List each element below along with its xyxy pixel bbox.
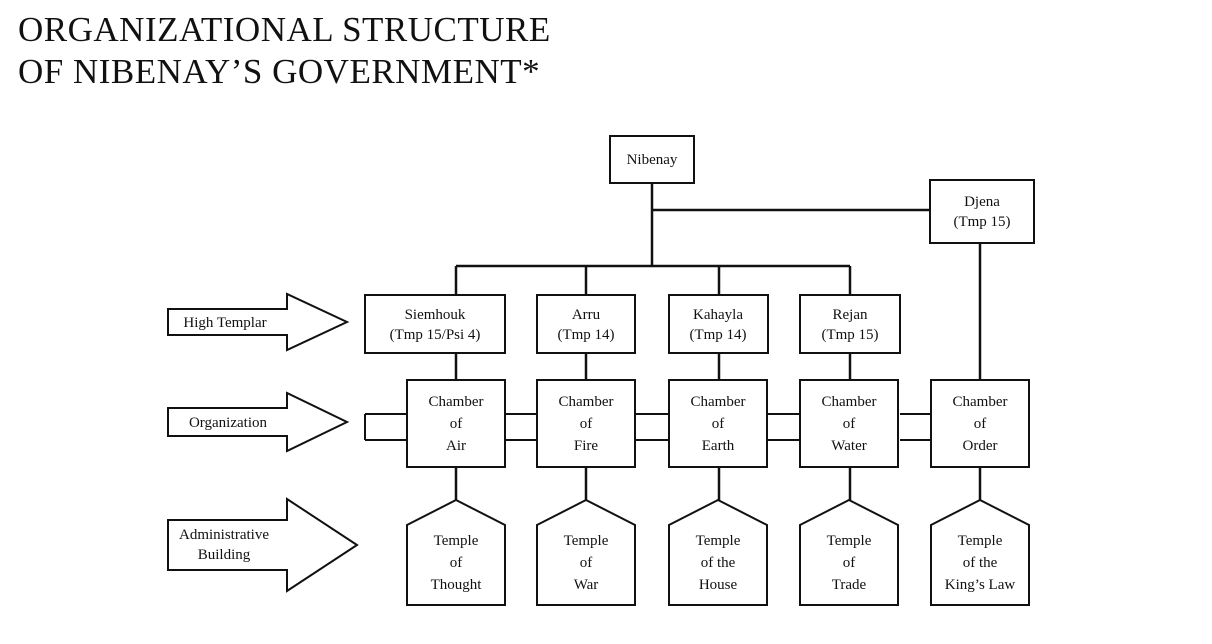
arrow-label-administrative-building-line: Administrative — [179, 527, 269, 543]
chamber-label-line: of — [974, 416, 987, 432]
chamber-box — [930, 379, 1030, 468]
high-templar-row — [364, 294, 901, 354]
temple-box — [799, 498, 899, 606]
arrow-label-administrative-building-line: Building — [198, 547, 251, 563]
temple-label-line: of — [843, 555, 856, 571]
templar-label-line: Kahayla — [693, 307, 743, 323]
temple-row — [406, 498, 1030, 606]
templar-label-line: (Tmp 15) — [821, 327, 878, 343]
chamber-label-line: Order — [963, 438, 998, 454]
temple-label-line: of the — [963, 555, 998, 571]
arrow-organization — [167, 391, 350, 453]
temple-label-line: Temple — [827, 533, 872, 549]
temple-box — [668, 498, 768, 606]
templar-label-line: (Tmp 14) — [557, 327, 614, 343]
page-title-line-1: ORGANIZATIONAL STRUCTURE — [18, 10, 551, 49]
templar-box — [536, 294, 636, 354]
templar-label-line: Siemhouk — [405, 307, 466, 323]
temple-label-line: Temple — [564, 533, 609, 549]
djena-label: Djena (Tmp 15) — [953, 194, 1010, 230]
chamber-box — [536, 379, 636, 468]
chamber-label-line: of — [450, 416, 463, 432]
temple-label-line: War — [574, 577, 599, 593]
nibenay-label-line: Nibenay — [627, 152, 678, 168]
arrow-high-templar — [167, 292, 350, 352]
chamber-label-line: Chamber — [559, 394, 614, 410]
templar-label: Kahayla (Tmp 14) — [689, 307, 746, 343]
nibenay-label: Nibenay — [627, 152, 678, 168]
temple-box — [536, 498, 636, 606]
chamber-label-line: Chamber — [691, 394, 746, 410]
temple-label-line: of — [580, 555, 593, 571]
temple-label-line: Temple — [434, 533, 479, 549]
row-arrows — [167, 292, 359, 593]
temple-box — [930, 498, 1030, 606]
chamber-row — [406, 379, 1030, 468]
chamber-label-line: Air — [446, 438, 466, 454]
templar-box — [364, 294, 506, 354]
djena-node — [929, 179, 1035, 244]
temple-label-line: Temple — [958, 533, 1003, 549]
arrow-label-organization: Organization — [189, 415, 268, 431]
djena-label-line: (Tmp 15) — [953, 214, 1010, 230]
temple-label-line: House — [699, 577, 738, 593]
templar-label: Siemhouk (Tmp 15/Psi 4) — [390, 307, 481, 343]
arrow-label-high-templar-line: High Templar — [183, 315, 266, 331]
temple-label-line: King’s Law — [945, 577, 1016, 593]
chamber-box — [668, 379, 768, 468]
templar-label-line: Arru — [572, 307, 601, 323]
connector-lines — [454, 183, 982, 500]
chamber-label-line: Chamber — [429, 394, 484, 410]
chamber-label-line: Chamber — [822, 394, 877, 410]
arrow-label-high-templar: High Templar — [183, 315, 266, 331]
temple-label-line: Trade — [832, 577, 867, 593]
chamber-label-line: of — [712, 416, 725, 432]
temple-label-line: of — [450, 555, 463, 571]
chamber-label-line: Chamber — [953, 394, 1008, 410]
temple-box — [406, 498, 506, 606]
templar-label: Arru (Tmp 14) — [557, 307, 614, 343]
chamber-label-line: of — [580, 416, 593, 432]
temple-label-line: Temple — [696, 533, 741, 549]
chamber-label-line: of — [843, 416, 856, 432]
chamber-box — [799, 379, 899, 468]
templar-label-line: (Tmp 15/Psi 4) — [390, 327, 481, 343]
chamber-label-line: Earth — [702, 438, 735, 454]
templar-label-line: Rejan — [833, 307, 868, 323]
page-title-line-2: OF NIBENAY’S GOVERNMENT* — [18, 52, 541, 91]
chamber-label-line: Water — [831, 438, 866, 454]
templar-label: Rejan (Tmp 15) — [821, 307, 878, 343]
chamber-label-line: Fire — [574, 438, 599, 454]
templar-label-line: (Tmp 14) — [689, 327, 746, 343]
arrow-label-organization-line: Organization — [189, 415, 268, 431]
djena-label-line: Djena — [964, 194, 1000, 210]
chamber-corridors — [364, 413, 931, 441]
arrow-administrative-building — [167, 497, 359, 593]
temple-label-line: of the — [701, 555, 736, 571]
nibenay-node — [609, 135, 695, 184]
chamber-box — [406, 379, 506, 468]
templar-box — [668, 294, 769, 354]
temple-label-line: Thought — [431, 577, 483, 593]
templar-box — [799, 294, 901, 354]
